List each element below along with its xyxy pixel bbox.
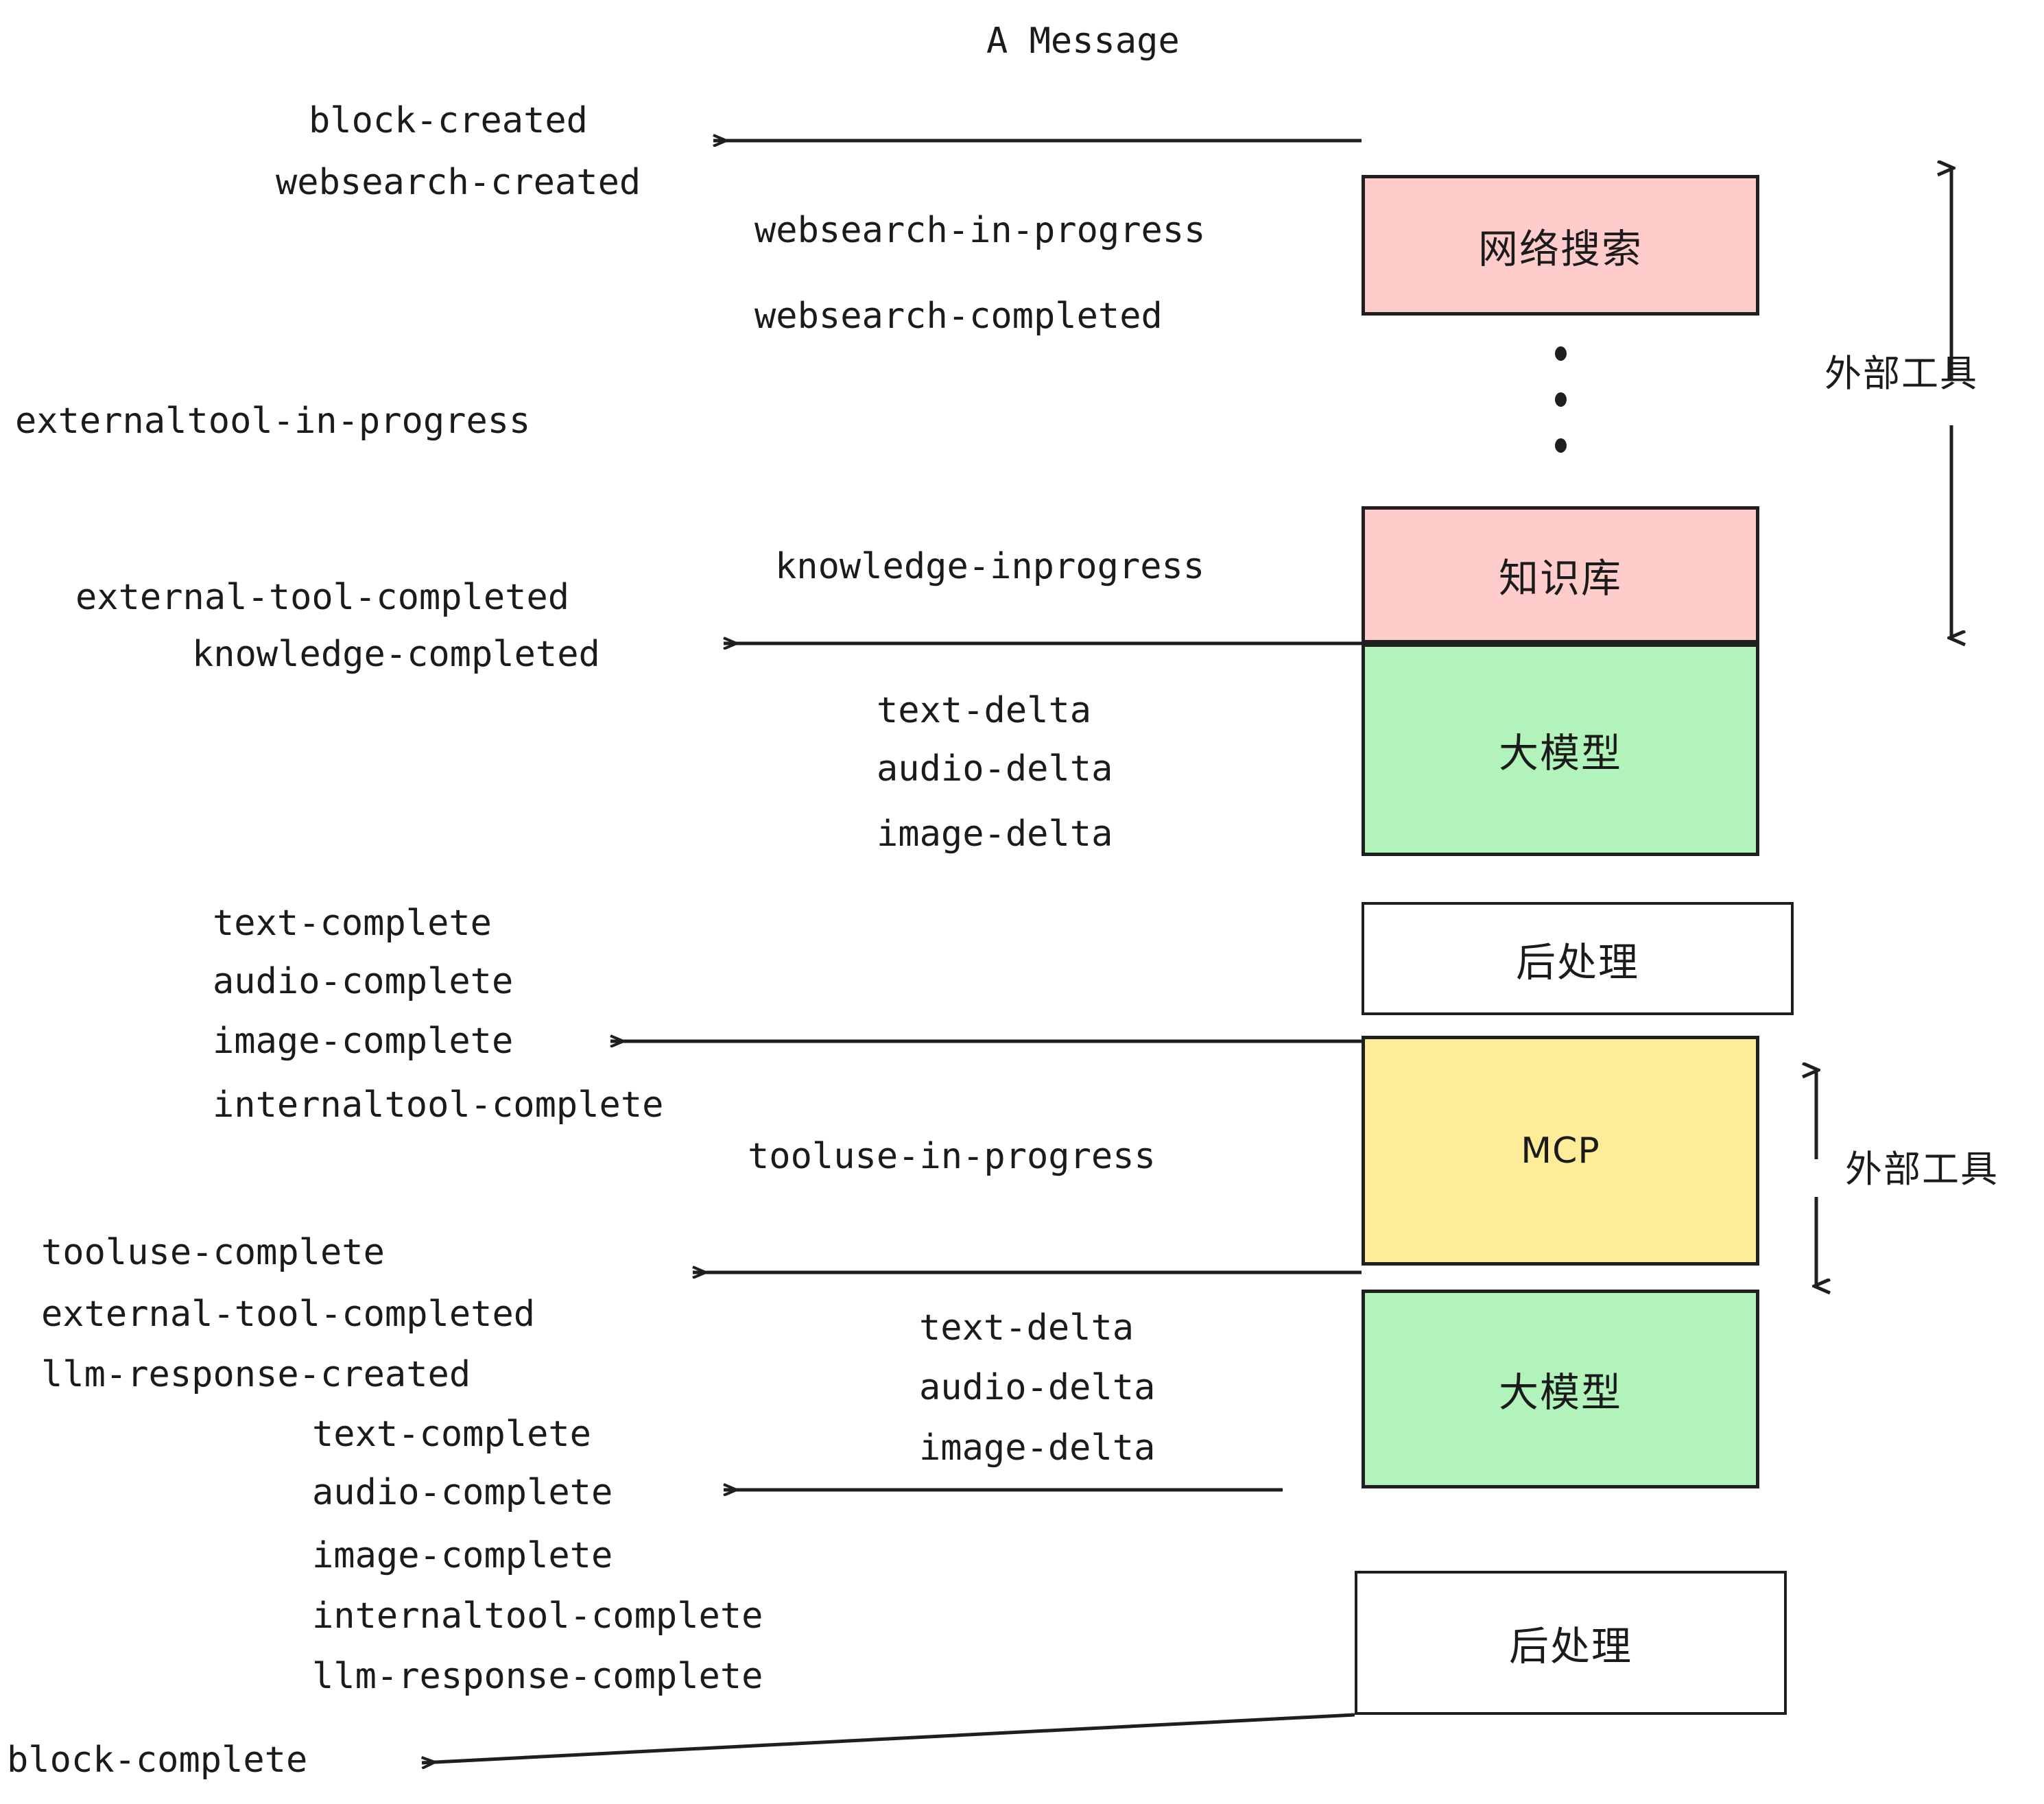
box-mcp[interactable]: MCP bbox=[1362, 1036, 1759, 1266]
box-llm-1[interactable]: 大模型 bbox=[1362, 643, 1759, 856]
box-websearch[interactable]: 网络搜索 bbox=[1362, 175, 1759, 316]
box-llm-2[interactable]: 大模型 bbox=[1362, 1290, 1759, 1488]
box-knowledge[interactable]: 知识库 bbox=[1362, 506, 1759, 643]
event-websearch-in-progress: websearch-in-progress bbox=[754, 210, 1206, 251]
event-websearch-created: websearch-created bbox=[276, 162, 641, 203]
box-llm-1-label: 大模型 bbox=[1498, 730, 1622, 776]
event-tooluse-in-progress: tooluse-in-progress bbox=[748, 1136, 1156, 1177]
box-knowledge-label: 知识库 bbox=[1498, 555, 1622, 602]
side-label-external-tool-bottom: 外部工具 bbox=[1845, 1148, 1999, 1191]
event-audio-delta-1: audio-delta bbox=[877, 748, 1113, 790]
event-image-delta-1: image-delta bbox=[877, 814, 1113, 855]
event-text-delta-2: text-delta bbox=[919, 1307, 1134, 1349]
dot-1 bbox=[1554, 346, 1567, 361]
event-websearch-completed: websearch-completed bbox=[754, 296, 1163, 337]
event-internaltool-complete-1: internaltool-complete bbox=[213, 1084, 664, 1126]
event-knowledge-completed: knowledge-completed bbox=[192, 634, 600, 675]
dot-2 bbox=[1554, 392, 1567, 407]
event-llm-response-complete: llm-response-complete bbox=[312, 1656, 763, 1697]
event-audio-complete-2: audio-complete bbox=[312, 1472, 613, 1513]
event-text-complete-2: text-complete bbox=[312, 1414, 591, 1455]
event-image-complete-2: image-complete bbox=[312, 1535, 613, 1576]
event-image-complete-1: image-complete bbox=[213, 1021, 514, 1062]
event-external-tool-completed-1: external-tool-completed bbox=[75, 577, 570, 618]
event-text-delta-1: text-delta bbox=[877, 690, 1092, 731]
event-externaltool-in-progress: externaltool-in-progress bbox=[15, 401, 531, 442]
event-block-complete: block-complete bbox=[7, 1740, 308, 1781]
box-postprocess-2-label: 后处理 bbox=[1508, 1623, 1632, 1670]
event-image-delta-2: image-delta bbox=[919, 1427, 1156, 1469]
dot-3 bbox=[1554, 438, 1567, 453]
event-text-complete-1: text-complete bbox=[213, 903, 492, 944]
box-postprocess-1-label: 后处理 bbox=[1515, 938, 1639, 986]
event-audio-delta-2: audio-delta bbox=[919, 1367, 1156, 1408]
event-block-created: block-created bbox=[309, 100, 588, 141]
box-llm-2-label: 大模型 bbox=[1498, 1369, 1622, 1416]
event-audio-complete-1: audio-complete bbox=[213, 961, 514, 1002]
event-internaltool-complete-2: internaltool-complete bbox=[312, 1595, 763, 1637]
event-knowledge-inprogress: knowledge-inprogress bbox=[775, 546, 1205, 587]
box-mcp-label: MCP bbox=[1521, 1130, 1600, 1172]
event-llm-response-created: llm-response-created bbox=[41, 1354, 471, 1395]
side-label-external-tool-top: 外部工具 bbox=[1825, 352, 1978, 395]
event-external-tool-completed-2: external-tool-completed bbox=[41, 1294, 536, 1335]
box-postprocess-2[interactable]: 后处理 bbox=[1355, 1571, 1787, 1715]
box-postprocess-1[interactable]: 后处理 bbox=[1362, 902, 1794, 1015]
event-tooluse-complete: tooluse-complete bbox=[41, 1232, 385, 1273]
page-title: A Message bbox=[986, 21, 1180, 62]
vertical-ellipsis bbox=[1554, 346, 1567, 453]
box-websearch-label: 网络搜索 bbox=[1477, 225, 1643, 272]
